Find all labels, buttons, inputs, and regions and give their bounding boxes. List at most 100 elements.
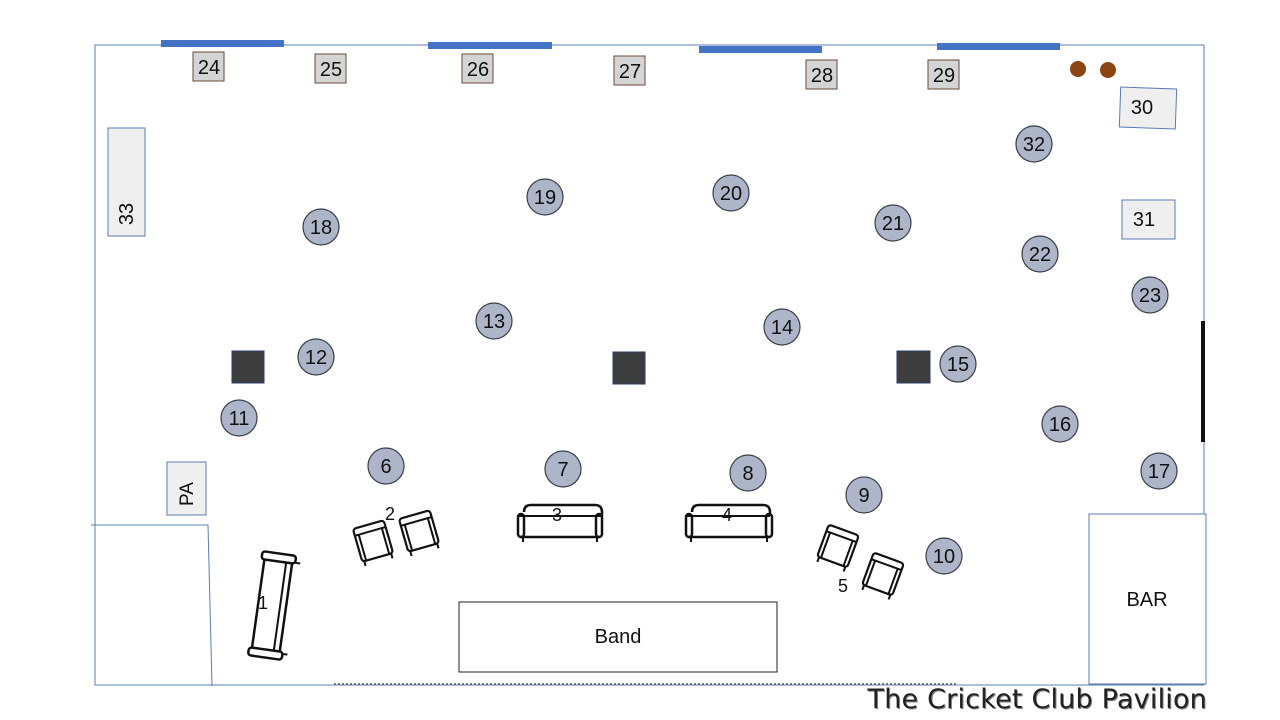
armchair [352,519,394,567]
round-table-shape [763,308,801,346]
round-table-label: 8 [742,463,753,485]
armchair [861,552,905,600]
square-table-shape [613,55,646,86]
round-table-shape [925,537,963,575]
round-table-shape [544,450,582,488]
round-table-label: 11 [229,408,250,430]
side-table [1121,199,1176,240]
armchair [398,509,440,557]
round-table: 12 [297,338,335,376]
bar-label: BAR [1126,589,1167,611]
round-table: 6 [367,447,405,485]
side-table [1118,86,1178,130]
square-table-shape [192,51,225,82]
round-table-label: 23 [1139,285,1161,307]
armchairs-label: 2 [385,504,395,524]
round-table: 22 [1021,235,1059,273]
round-table: 7 [544,450,582,488]
round-table-label: 20 [720,183,742,205]
round-table: 20 [712,174,750,212]
sofa-arm [684,512,694,539]
square-tables: 24 25 26 27 28 29 [192,51,960,90]
round-table-shape [297,338,335,376]
round-table-shape [1131,276,1169,314]
round-table: 11 [220,399,258,437]
sofa-back [522,503,604,516]
sofa-leg [295,561,301,565]
side-table-33: 33 [107,127,146,237]
round-table-shape [939,345,977,383]
sofa-back [690,503,772,516]
round-table-shape [729,454,767,492]
round-table-label: 17 [1148,461,1170,483]
square-table: 29 [927,59,960,90]
square-table-label: 27 [619,61,641,83]
square-table: 27 [613,55,646,86]
sofa-arm [764,512,774,539]
sofa-4: 4 [684,503,774,542]
armchairs-label: 5 [838,576,848,596]
sofa-3: 3 [516,503,604,542]
round-table-label: 14 [771,317,793,339]
round-table-shape [712,174,750,212]
square-table-shape [805,59,838,90]
round-table: 19 [526,178,564,216]
round-table: 17 [1140,452,1178,490]
sofa-arm [247,646,284,661]
round-table: 16 [1041,405,1079,443]
armchairs-5: 5 [816,524,905,600]
round-table: 9 [845,476,883,514]
sofa-arm [594,512,604,539]
round-table: 18 [302,208,340,246]
armchairs-2: 2 [352,504,440,567]
side-table-30: 30 [1118,86,1178,130]
sofa-arm [260,550,298,565]
round-table-shape [367,447,405,485]
square-table: 26 [461,53,494,84]
band-stage: Band [458,601,778,673]
side-table-31: 31 [1121,199,1176,240]
side-table-label: 33 [116,203,138,225]
windows [161,40,1060,53]
sofa-leg [282,652,288,656]
round-table: 10 [925,537,963,575]
round-table-label: 6 [380,456,391,478]
pillar [612,351,646,385]
square-table-shape [461,53,494,84]
round-table-shape [1041,405,1079,443]
entrance-wall [91,524,213,687]
side-table [107,127,146,237]
bar: BAR [1088,513,1207,685]
round-table-shape [1015,125,1053,163]
round-table: 32 [1015,125,1053,163]
pa-box [166,461,207,516]
round-table-shape [874,204,912,242]
round-table-label: 21 [882,213,904,235]
round-table-label: 18 [310,217,332,239]
round-table: 13 [475,302,513,340]
pa-label: PA [177,482,198,506]
band-area [458,601,778,673]
round-table-shape [526,178,564,216]
square-table: 25 [314,53,347,84]
square-table: 24 [192,51,225,82]
pillar [896,350,931,384]
plant-dot [1100,62,1116,78]
pillar [231,350,265,384]
sofa-line [272,562,288,651]
round-table-shape [1021,235,1059,273]
pa-area: PA [166,461,207,516]
round-table-label: 7 [557,459,568,481]
square-table-label: 24 [198,57,220,79]
round-table-label: 16 [1049,414,1071,436]
sofa-label: 1 [258,593,268,613]
plant-dot [1070,61,1086,77]
sofa-arm [516,512,526,539]
square-table: 28 [805,59,838,90]
round-table-label: 15 [947,354,969,376]
square-table-label: 26 [467,59,489,81]
round-table-label: 10 [933,546,955,568]
round-table: 23 [1131,276,1169,314]
window [161,40,284,47]
